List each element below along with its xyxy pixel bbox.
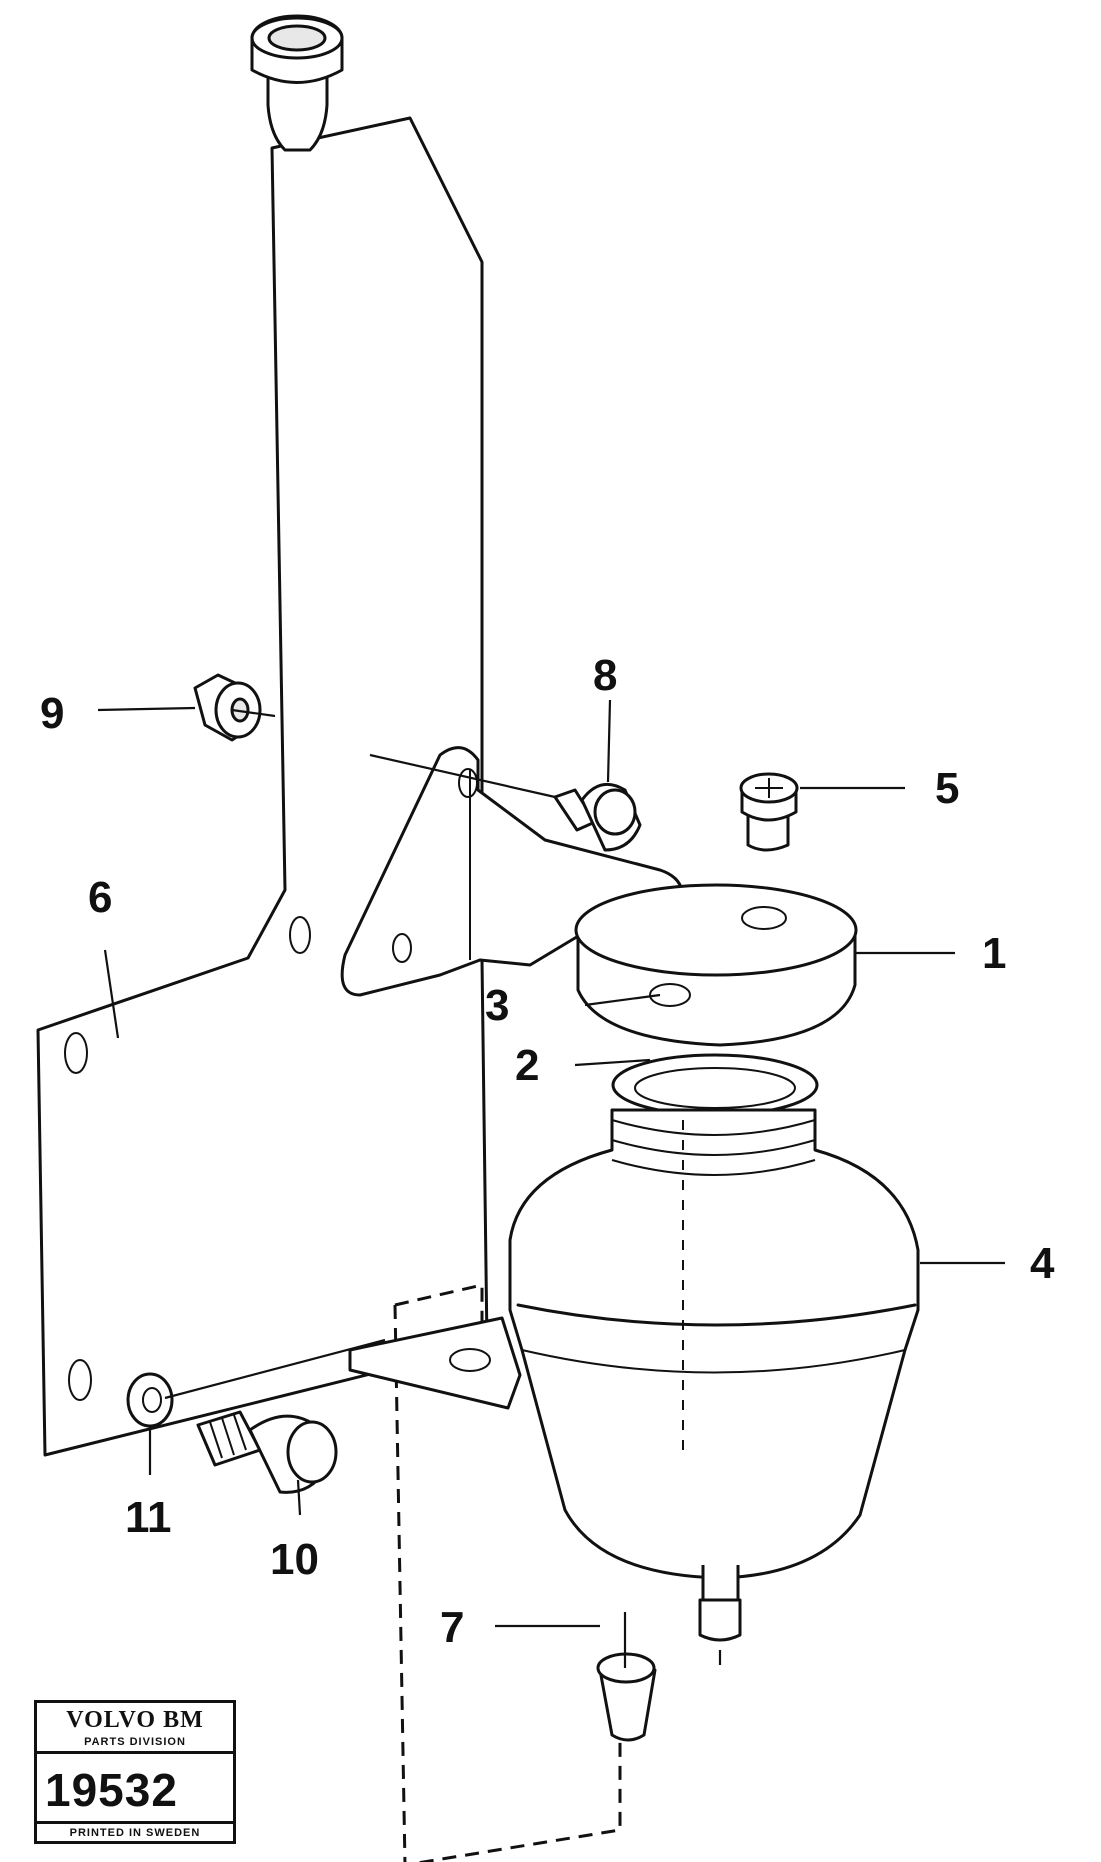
mounting-plate — [36, 116, 489, 1457]
filler-tube — [250, 14, 344, 152]
filler-plug — [739, 772, 799, 852]
callout-4: 4 — [1030, 1239, 1055, 1288]
callout-10: 10 — [270, 1535, 319, 1584]
screw-8 — [553, 782, 642, 852]
callout-3: 3 — [485, 981, 509, 1030]
leader-lines — [97, 699, 1005, 1668]
cap-housing — [574, 883, 858, 1047]
callout-2: 2 — [515, 1041, 539, 1090]
stamp-brand: VOLVO BM — [66, 1707, 204, 1733]
bolt-10 — [196, 1410, 338, 1494]
stamp-number: 19532 — [45, 1764, 178, 1816]
nut-9 — [193, 673, 262, 742]
callout-9: 9 — [40, 689, 64, 738]
callout-11: 11 — [125, 1493, 172, 1542]
publication-stamp: VOLVO BM PARTS DIVISION 19532 PRINTED IN… — [34, 1700, 236, 1844]
phantom-outline — [348, 1283, 622, 1862]
callout-1: 1 — [982, 929, 1006, 978]
reservoir — [508, 1108, 920, 1642]
washer-11 — [126, 1372, 174, 1428]
rubber-plug — [596, 1652, 657, 1742]
stamp-printed: PRINTED IN SWEDEN — [37, 1821, 233, 1839]
callout-8: 8 — [593, 651, 617, 700]
stamp-division: PARTS DIVISION — [37, 1736, 233, 1754]
callout-7: 7 — [440, 1603, 464, 1652]
sealing-ring — [611, 1053, 819, 1117]
callout-5: 5 — [935, 764, 959, 813]
callout-6: 6 — [88, 873, 112, 922]
